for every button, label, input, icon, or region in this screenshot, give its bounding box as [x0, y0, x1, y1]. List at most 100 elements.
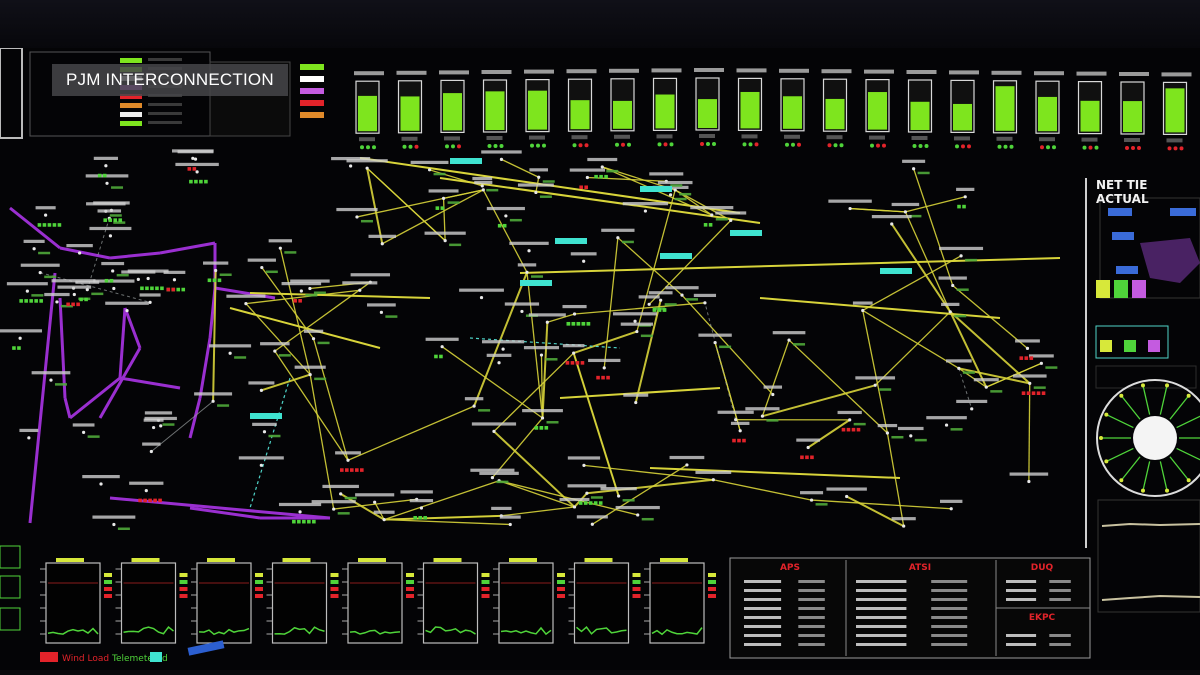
meter-status-dot	[445, 144, 449, 149]
alarm-light	[413, 516, 418, 520]
label-text-line	[175, 162, 219, 167]
trend-line	[274, 626, 325, 635]
substation-node	[38, 271, 42, 275]
yellow-line	[714, 342, 741, 431]
meter-fill	[868, 92, 887, 130]
legend-swatch	[120, 94, 142, 99]
zone-row-label	[744, 643, 782, 646]
substation-node	[349, 164, 353, 168]
label-text-line	[89, 226, 132, 231]
yellow-line	[862, 310, 889, 434]
legend-text-line	[148, 121, 182, 124]
label-text-line	[504, 302, 540, 306]
trend-light	[632, 587, 641, 591]
substation-node	[72, 292, 76, 297]
alarm-light	[212, 278, 217, 283]
zone-row-value	[931, 625, 968, 628]
label-text-line	[601, 228, 635, 232]
alarm-light	[962, 204, 966, 209]
zone-row-label	[856, 589, 907, 592]
zone-row-value	[798, 580, 825, 583]
meter-status-dot	[827, 143, 832, 148]
meter-value-line	[359, 137, 375, 142]
substation-node	[148, 300, 152, 304]
bottom-trend-charts	[40, 558, 716, 644]
alarm-light	[957, 204, 961, 209]
meter-status-dot	[657, 142, 662, 147]
label-text-line	[852, 301, 873, 305]
video-wall-display: APS ATSI DUQ EKPC Wind Load Telemetered	[0, 47, 1200, 670]
meter-status-dot	[870, 143, 874, 148]
yellow-line	[807, 419, 851, 449]
cyan-tag	[450, 158, 482, 164]
alarm-light	[434, 354, 438, 359]
gauge-dot	[1140, 383, 1145, 388]
zone-row-label	[856, 616, 907, 619]
yellow-line	[443, 189, 484, 199]
meter-title-line	[439, 70, 469, 75]
gauge-spoke	[1176, 415, 1200, 429]
dashed-line	[249, 377, 291, 509]
meter-status-dot	[754, 142, 759, 147]
substation-node	[909, 434, 913, 438]
label-text-line	[142, 442, 161, 446]
substation-node	[136, 277, 140, 282]
label-text-line	[481, 150, 522, 154]
meter-status-dot	[487, 144, 492, 148]
zone-title-atsi: ATSI	[909, 563, 931, 573]
label-value-line	[715, 218, 728, 221]
label-text-line	[973, 378, 999, 382]
substation-node	[78, 251, 82, 255]
label-text-line	[248, 381, 275, 385]
substation-node	[85, 287, 89, 292]
meter-status-dot	[372, 145, 376, 150]
substation-node	[711, 478, 715, 482]
meter-status-dot	[961, 144, 965, 149]
label-text-line	[202, 261, 229, 265]
alarm-light	[192, 167, 197, 171]
label-value-line	[385, 315, 398, 318]
substation-node	[152, 425, 156, 430]
label-value-line	[360, 219, 373, 223]
meter-status-dot	[785, 142, 789, 147]
meter-title-line	[566, 69, 597, 74]
meter-title-line	[1119, 72, 1149, 76]
alarm-light	[355, 468, 359, 472]
yellow-line	[648, 219, 732, 305]
gray-dashed-lines	[40, 218, 973, 509]
alarm-light	[652, 308, 657, 312]
label-text-line	[657, 180, 693, 185]
trend-title	[358, 558, 386, 562]
substation-node	[419, 506, 424, 510]
label-text-line	[926, 416, 967, 420]
label-text-line	[31, 371, 71, 375]
label-value-line	[337, 512, 350, 515]
zone-row-value	[1049, 589, 1071, 592]
label-value-line	[116, 273, 129, 277]
trend-light	[406, 587, 414, 591]
cyan-status-tags	[250, 158, 912, 419]
substation-node	[885, 431, 890, 435]
label-value-line	[670, 184, 683, 187]
yellow-line	[279, 248, 311, 375]
zone-row-label	[1006, 580, 1037, 583]
trend-title	[584, 558, 613, 562]
label-value-line	[219, 273, 232, 276]
label-text-line	[144, 411, 173, 415]
alarm-light	[153, 498, 157, 503]
trend-light	[255, 573, 263, 577]
legend-swatch	[120, 103, 142, 108]
label-value-line	[914, 438, 927, 442]
gauge-spoke	[1169, 395, 1190, 420]
meter-value-line	[869, 135, 885, 140]
label-text-line	[226, 294, 266, 298]
substation-node	[501, 347, 505, 351]
substation-node	[957, 366, 961, 370]
meter-fill	[910, 101, 930, 130]
meter-fill	[443, 93, 462, 131]
substation-node	[440, 345, 444, 349]
trend-frame	[498, 562, 554, 644]
label-text-line	[335, 451, 361, 455]
yellow-line	[519, 257, 1061, 274]
legend-swatch-right	[300, 88, 324, 94]
